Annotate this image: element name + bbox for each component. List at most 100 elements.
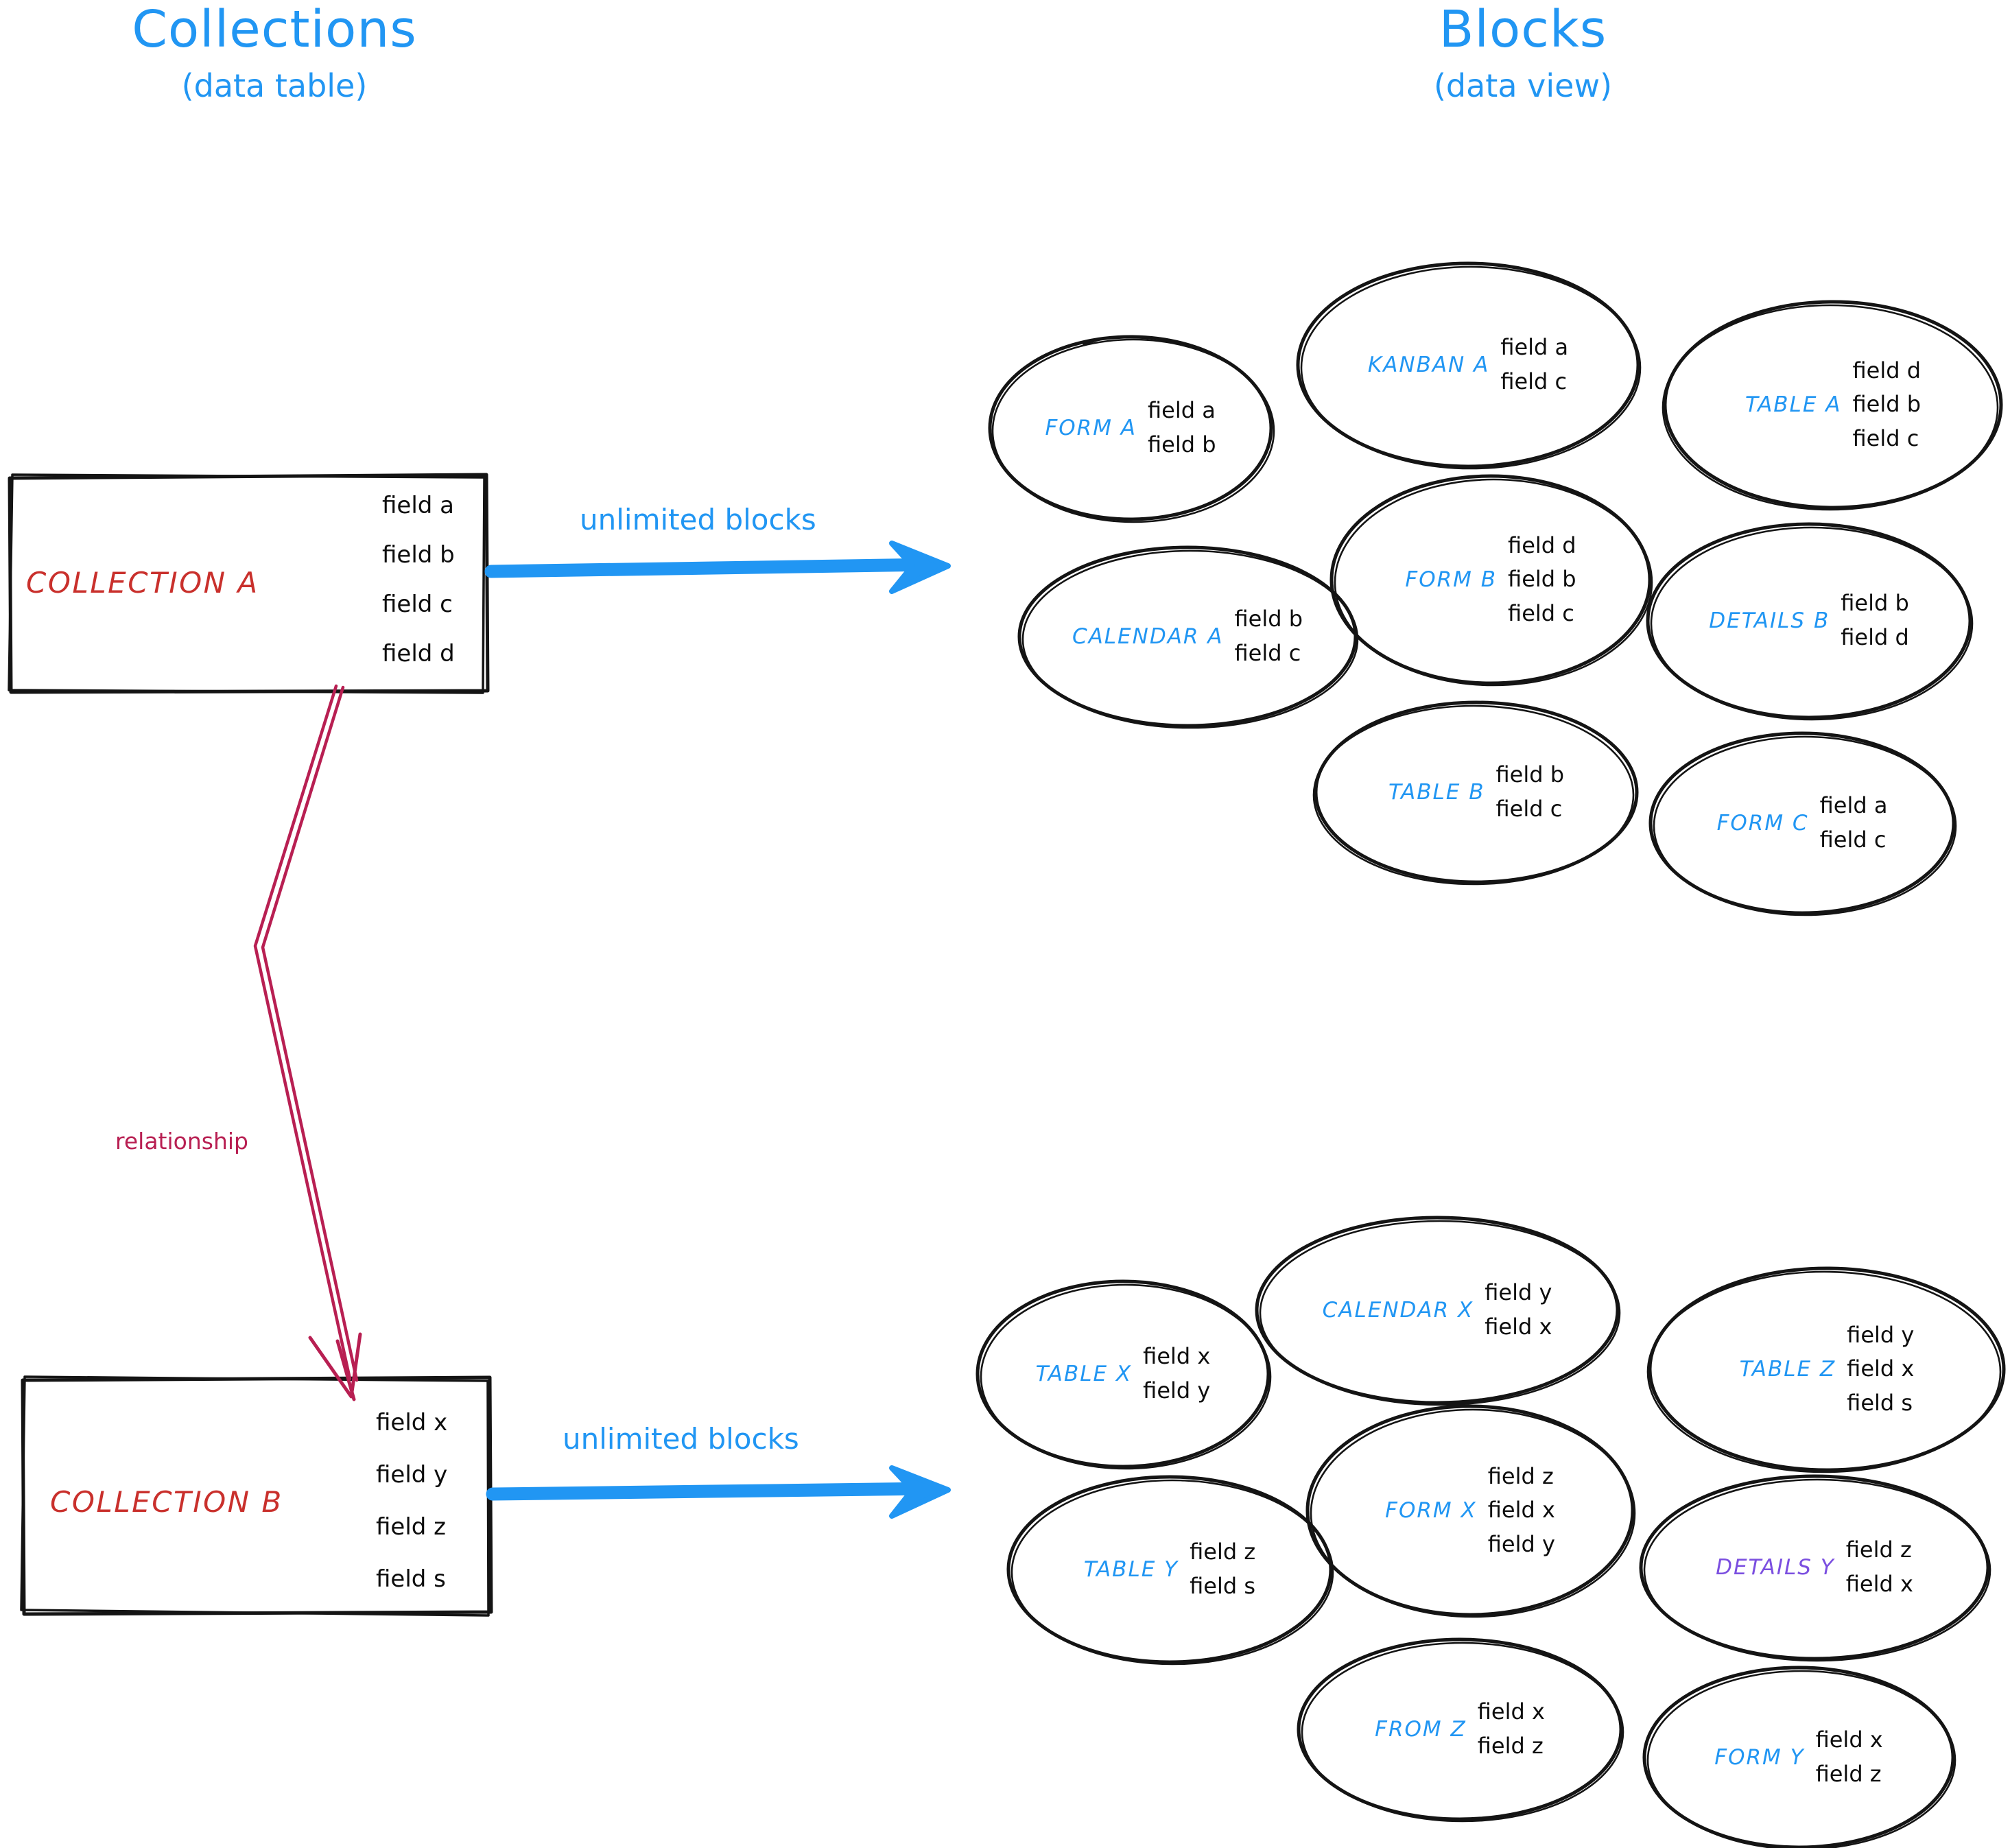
block-form-x-content: FORM X field z field x field y (1308, 1406, 1633, 1615)
collection-a-field: field c (382, 591, 453, 618)
block-table-y-label: TABLE Y (1083, 1557, 1179, 1582)
block-field: field y (1487, 1530, 1555, 1557)
block-form-b-fields: field d field b field c (1508, 529, 1576, 631)
block-form-x[interactable]: FORM X field z field x field y (1308, 1406, 1633, 1615)
block-table-x-label: TABLE X (1035, 1362, 1133, 1386)
block-table-b-fields: field b field c (1496, 758, 1565, 826)
collection-b-field: field y (376, 1461, 448, 1489)
block-form-a-content: FORM A field a field b (990, 337, 1271, 519)
block-kanban-a-content: KANBAN A field a field c (1298, 263, 1638, 466)
block-form-a-fields: field a field b (1148, 394, 1216, 462)
block-form-a[interactable]: FORM A field a field b (990, 337, 1271, 519)
block-calendar-x-content: CALENDAR X field y field x (1257, 1218, 1618, 1403)
block-form-c-label: FORM C (1716, 811, 1809, 836)
block-field: field z (1477, 1733, 1544, 1759)
block-field: field b (1495, 761, 1565, 788)
block-field: field x (1477, 1698, 1545, 1725)
block-calendar-x[interactable]: CALENDAR X field y field x (1257, 1218, 1618, 1403)
block-table-x[interactable]: TABLE X field x field y (978, 1281, 1268, 1467)
block-field: field a (1500, 334, 1569, 361)
block-form-c[interactable]: FORM C field a field c (1651, 733, 1954, 913)
block-field: field x (1143, 1343, 1211, 1370)
blocks-subtitle: (data view) (1433, 67, 1613, 104)
collection-b-name: COLLECTION B (50, 1485, 283, 1519)
page-title-blocks: Blocks (data view) (1290, 4, 1756, 102)
block-calendar-x-fields: field y field x (1485, 1276, 1552, 1344)
block-field: field c (1500, 368, 1568, 394)
collection-b-node[interactable]: COLLECTION B field x field y field z fie… (19, 1375, 493, 1617)
block-form-y-fields: field x field z (1816, 1723, 1883, 1791)
block-field: field b (1508, 566, 1576, 593)
block-table-z-content: TABLE Z field y field x field s (1650, 1268, 2004, 1470)
block-field: field x (1485, 1314, 1552, 1340)
collection-a-field: field a (382, 492, 455, 519)
collection-a-field: field d (382, 640, 455, 667)
block-field: field x (1815, 1727, 1883, 1753)
block-details-b-label: DETAILS B (1709, 608, 1830, 633)
block-form-x-label: FORM X (1385, 1498, 1477, 1523)
relationship-connector (253, 684, 362, 1401)
block-details-b-fields: field b field d (1841, 587, 1909, 654)
block-table-z[interactable]: TABLE Z field y field x field s (1650, 1268, 2004, 1470)
block-from-z-label: FROM Z (1375, 1717, 1467, 1742)
block-form-y-content: FORM Y field x field z (1644, 1668, 1953, 1847)
block-form-a-label: FORM A (1045, 416, 1137, 440)
block-table-b[interactable]: TABLE B field b field c (1316, 702, 1637, 882)
block-details-b-content: DETAILS B field b field d (1648, 524, 1970, 718)
block-field: field c (1852, 425, 1919, 451)
block-calendar-a-label: CALENDAR A (1072, 624, 1224, 649)
block-table-y[interactable]: TABLE Y field z field s (1008, 1477, 1331, 1662)
block-calendar-x-label: CALENDAR X (1322, 1298, 1474, 1323)
block-field: field b (1234, 606, 1303, 632)
block-field: field a (1148, 397, 1216, 424)
collection-a-name: COLLECTION A (26, 566, 259, 600)
block-table-y-content: TABLE Y field z field s (1008, 1477, 1331, 1662)
relationship-label: relationship (115, 1128, 248, 1154)
collection-a-field: field b (382, 541, 455, 569)
arrow-unlimited-blocks-top (484, 541, 951, 594)
block-calendar-a-fields: field b field c (1235, 602, 1303, 670)
block-field: field b (1148, 431, 1216, 458)
collection-b-field: field s (376, 1565, 446, 1593)
block-form-x-fields: field z field x field y (1488, 1460, 1555, 1562)
block-details-y-label: DETAILS Y (1716, 1555, 1835, 1580)
block-details-y[interactable]: DETAILS Y field z field x (1641, 1476, 1988, 1659)
block-field: field x (1487, 1497, 1555, 1524)
collections-subtitle: (data table) (181, 67, 368, 104)
block-from-z[interactable]: FROM Z field x field z (1299, 1639, 1621, 1819)
block-from-z-content: FROM Z field x field z (1299, 1639, 1621, 1819)
block-form-c-fields: field a field c (1820, 789, 1888, 857)
block-field: field b (1841, 590, 1909, 617)
block-calendar-a-content: CALENDAR A field b field c (1019, 547, 1356, 726)
collections-title: Collections (132, 0, 417, 59)
block-form-y[interactable]: FORM Y field x field z (1644, 1668, 1953, 1847)
block-form-c-content: FORM C field a field c (1651, 733, 1954, 913)
block-field: field y (1485, 1279, 1552, 1306)
block-form-b[interactable]: FORM B field d field b field c (1332, 476, 1650, 683)
block-details-b[interactable]: DETAILS B field b field d (1648, 524, 1970, 718)
block-field: field c (1495, 796, 1563, 822)
block-field: field d (1841, 624, 1909, 650)
block-table-x-content: TABLE X field x field y (978, 1281, 1268, 1467)
block-field: field s (1847, 1389, 1913, 1416)
block-table-b-label: TABLE B (1388, 780, 1485, 805)
block-table-b-content: TABLE B field b field c (1316, 702, 1637, 882)
block-field: field c (1508, 600, 1574, 626)
block-field: field c (1234, 640, 1301, 666)
block-table-a-label: TABLE A (1745, 392, 1842, 417)
block-table-a-content: TABLE A field d field b field c (1665, 302, 2001, 508)
block-calendar-a[interactable]: CALENDAR A field b field c (1019, 547, 1356, 726)
block-field: field z (1190, 1539, 1256, 1565)
collection-a-field-list: field a field b field c field d (382, 494, 455, 691)
collection-b-field-list: field x field y field z field s (376, 1411, 447, 1620)
block-kanban-a[interactable]: KANBAN A field a field c (1298, 263, 1638, 466)
collection-b-field: field z (376, 1513, 447, 1541)
block-field: field z (1487, 1462, 1554, 1489)
block-field: field s (1190, 1573, 1255, 1599)
block-field: field d (1852, 357, 1921, 383)
collection-a-node[interactable]: COLLECTION A field a field b field c fie… (8, 473, 488, 693)
block-table-z-fields: field y field x field s (1847, 1318, 1914, 1421)
page-title-collections: Collections (data table) (41, 4, 508, 102)
block-table-a[interactable]: TABLE A field d field b field c (1665, 302, 2001, 508)
